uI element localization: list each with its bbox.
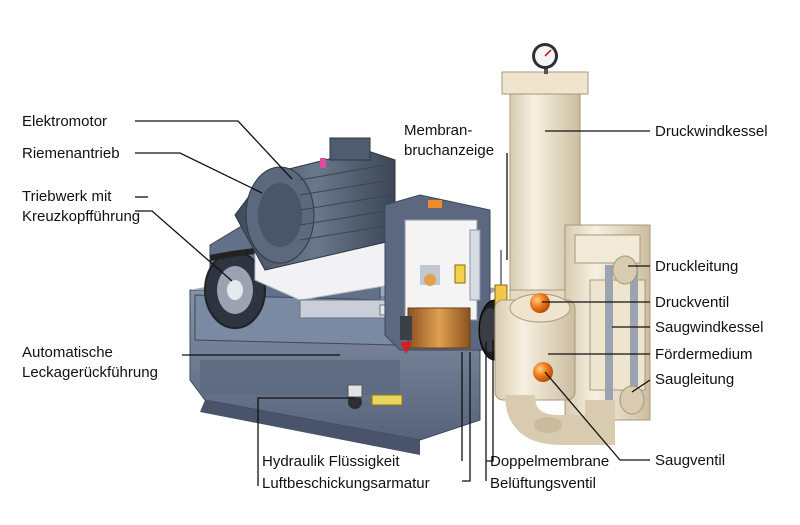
label-druckwindkessel: Druckwindkessel xyxy=(655,123,768,140)
label-triebwerk-line2: Kreuzkopfführung xyxy=(22,208,141,225)
label-membran-line1: Membran- xyxy=(404,122,473,139)
label-elektromotor: Elektromotor xyxy=(22,113,108,130)
label-triebwerk-line1: Triebwerk mit xyxy=(22,188,112,205)
electric-motor xyxy=(234,137,396,271)
label-hydraulik: Hydraulik Flüssigkeit xyxy=(262,453,400,470)
label-saugleitung: Saugleitung xyxy=(655,371,735,388)
label-doppelmembrane: Doppelmembrane xyxy=(490,453,610,470)
label-automatische-line1: Automatische xyxy=(22,344,113,361)
suction-elbow xyxy=(505,394,615,445)
label-belueftungsventil: Belüftungsventil xyxy=(490,475,596,492)
valve-manifold xyxy=(564,224,651,421)
label-druckleitung: Druckleitung xyxy=(655,258,739,275)
rupture-indicator xyxy=(494,250,508,308)
leader-lines xyxy=(135,120,651,486)
logo-mark xyxy=(400,342,412,354)
label-riemenantrieb: Riemenantrieb xyxy=(22,145,120,162)
label-luftbeschickung: Luftbeschickungsarmatur xyxy=(262,475,430,492)
label-saugwindkessel: Saugwindkessel xyxy=(655,319,764,336)
label-saugventil: Saugventil xyxy=(655,452,726,469)
label-membran-line2: bruchanzeige xyxy=(404,142,495,159)
label-druckventil: Druckventil xyxy=(655,294,730,311)
valve-balls xyxy=(530,293,553,382)
air-fitting xyxy=(347,384,403,409)
label-foerdermedium: Fördermedium xyxy=(655,346,753,363)
label-automatische-line2: Leckagerückführung xyxy=(22,364,158,381)
